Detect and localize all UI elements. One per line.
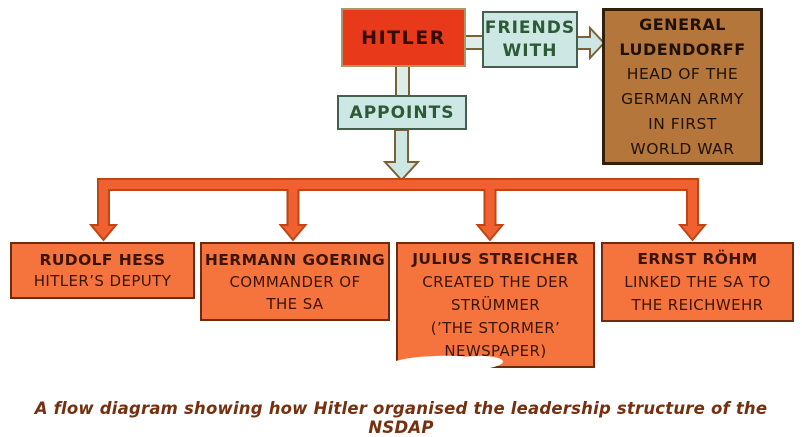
text-line: THE REICHWEHR [631, 295, 764, 314]
text-line: HITLER’S DEPUTY [33, 271, 172, 290]
node-hermann-goering: HERMANN GOERING COMMANDER OF THE SA [200, 242, 390, 321]
node-general-ludendorff: GENERAL LUDENDORFF HEAD OF THE GERMAN ARM… [602, 8, 763, 165]
text-line: CREATED THE DER [422, 272, 569, 291]
text-line: NEWSPAPER) [444, 341, 547, 360]
text-line: STRÜMMER [450, 295, 541, 314]
text-line: THE SA [266, 294, 324, 313]
text-line: COMMANDER OF [229, 272, 361, 291]
node-appoints-label: APPOINTS [349, 102, 455, 123]
text-line: LINKED THE SA TO [624, 272, 771, 291]
node-goering-title: HERMANN GOERING [204, 250, 386, 269]
text-line: IN FIRST [648, 114, 717, 133]
node-rohm-title: ERNST RÖHM [637, 249, 758, 268]
node-rohm-description: LINKED THE SA TO THE REICHWEHR [624, 271, 771, 317]
text-line: HEAD OF THE [626, 64, 739, 83]
node-julius-streicher: JULIUS STREICHER CREATED THE DER STRÜMMER… [396, 242, 595, 368]
node-hess-title: RUDOLF HESS [39, 250, 166, 269]
text-line: WORLD WAR [630, 139, 735, 158]
node-goering-description: COMMANDER OF THE SA [229, 271, 360, 315]
node-friends-with-label: FRIENDS WITH [484, 17, 576, 61]
node-ludendorff-description: HEAD OF THE GERMAN ARMY IN FIRST WORLD WAR [621, 62, 744, 162]
diagram-caption: A flow diagram showing how Hitler organi… [34, 399, 768, 437]
node-appoints: APPOINTS [337, 95, 467, 130]
text-line: GERMAN ARMY [621, 89, 744, 108]
node-streicher-description: CREATED THE DER STRÜMMER (’THE STORMER’ NEW… [422, 271, 569, 363]
node-hess-description: HITLER’S DEPUTY [34, 271, 172, 292]
connector-hitler-friends [464, 35, 484, 50]
node-rudolf-hess: RUDOLF HESS HITLER’S DEPUTY [10, 242, 195, 299]
node-ludendorff-title: GENERAL LUDENDORFF [619, 14, 746, 59]
text-line: (’THE STORMER’ [430, 318, 561, 337]
connector-hitler-appoints [395, 66, 410, 96]
node-streicher-title: JULIUS STREICHER [412, 249, 579, 268]
node-hitler: HITLER [341, 8, 466, 67]
node-hitler-label: HITLER [361, 26, 446, 49]
node-friends-with: FRIENDS WITH [482, 11, 578, 68]
node-ernst-rohm: ERNST RÖHM LINKED THE SA TO THE REICHWEHR [601, 242, 794, 322]
